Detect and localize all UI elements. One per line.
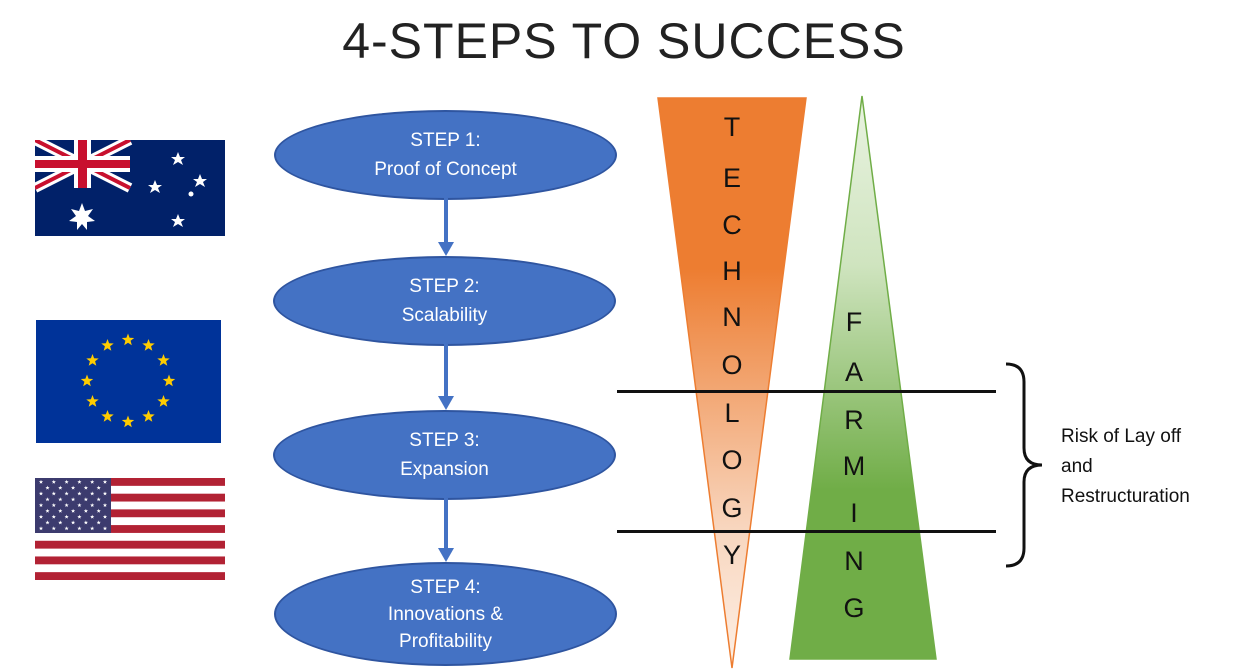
step-2-desc: Scalability xyxy=(401,305,488,326)
step-1-label: STEP 1: xyxy=(410,130,481,151)
farm-letter: I xyxy=(850,498,858,528)
step-4-ellipse: STEP 4: Innovations & Profitability xyxy=(274,562,617,666)
tech-letter: L xyxy=(724,398,740,428)
curly-brace xyxy=(1005,362,1043,568)
step-2-ellipse: STEP 2: Scalability xyxy=(273,256,616,346)
step-4-label: STEP 4: xyxy=(410,576,481,598)
farm-letter: F xyxy=(845,307,863,337)
farm-letter: R xyxy=(844,405,864,435)
australia-flag xyxy=(35,140,225,236)
step-3-label: STEP 3: xyxy=(409,430,480,451)
risk-label-line3: Restructuration xyxy=(1061,486,1190,507)
technology-triangle xyxy=(657,97,807,669)
step-4-desc: Innovations & xyxy=(387,603,504,625)
arrow-step-2-3 xyxy=(438,344,454,410)
tech-letter: O xyxy=(721,445,743,475)
arrow-step-1-2 xyxy=(438,198,454,256)
step-3-desc: Expansion xyxy=(400,459,489,480)
tech-letter: E xyxy=(722,163,741,193)
tech-letter: T xyxy=(723,112,741,142)
arrow-step-3-4 xyxy=(438,498,454,562)
page-title: 4-STEPS TO SUCCESS xyxy=(342,13,906,69)
usa-flag xyxy=(35,478,225,580)
farm-letter: G xyxy=(843,593,865,623)
tech-letter: O xyxy=(721,350,743,380)
tech-letter: G xyxy=(721,493,743,523)
upper-boundary-line xyxy=(617,390,996,393)
step-4-desc2: Profitability xyxy=(399,630,492,652)
eu-flag xyxy=(36,320,221,443)
tech-letter: Y xyxy=(722,540,741,570)
lower-boundary-line xyxy=(617,530,996,533)
tech-letter: C xyxy=(722,210,742,240)
step-2-label: STEP 2: xyxy=(409,276,480,297)
triangles xyxy=(657,95,937,669)
risk-label: Risk of Lay off and Restructuration xyxy=(1061,422,1190,512)
step-1-ellipse: STEP 1: Proof of Concept xyxy=(274,110,617,200)
farming-triangle xyxy=(789,95,937,660)
tech-letter: H xyxy=(722,256,742,286)
risk-label-line1: Risk of Lay off xyxy=(1061,426,1182,447)
tech-letter: N xyxy=(722,302,742,332)
farm-letter: M xyxy=(842,451,866,481)
farm-letter: A xyxy=(844,357,863,387)
farm-letter: N xyxy=(844,546,864,576)
risk-label-line2: and xyxy=(1061,456,1093,477)
step-3-ellipse: STEP 3: Expansion xyxy=(273,410,616,500)
step-1-desc: Proof of Concept xyxy=(374,159,517,180)
